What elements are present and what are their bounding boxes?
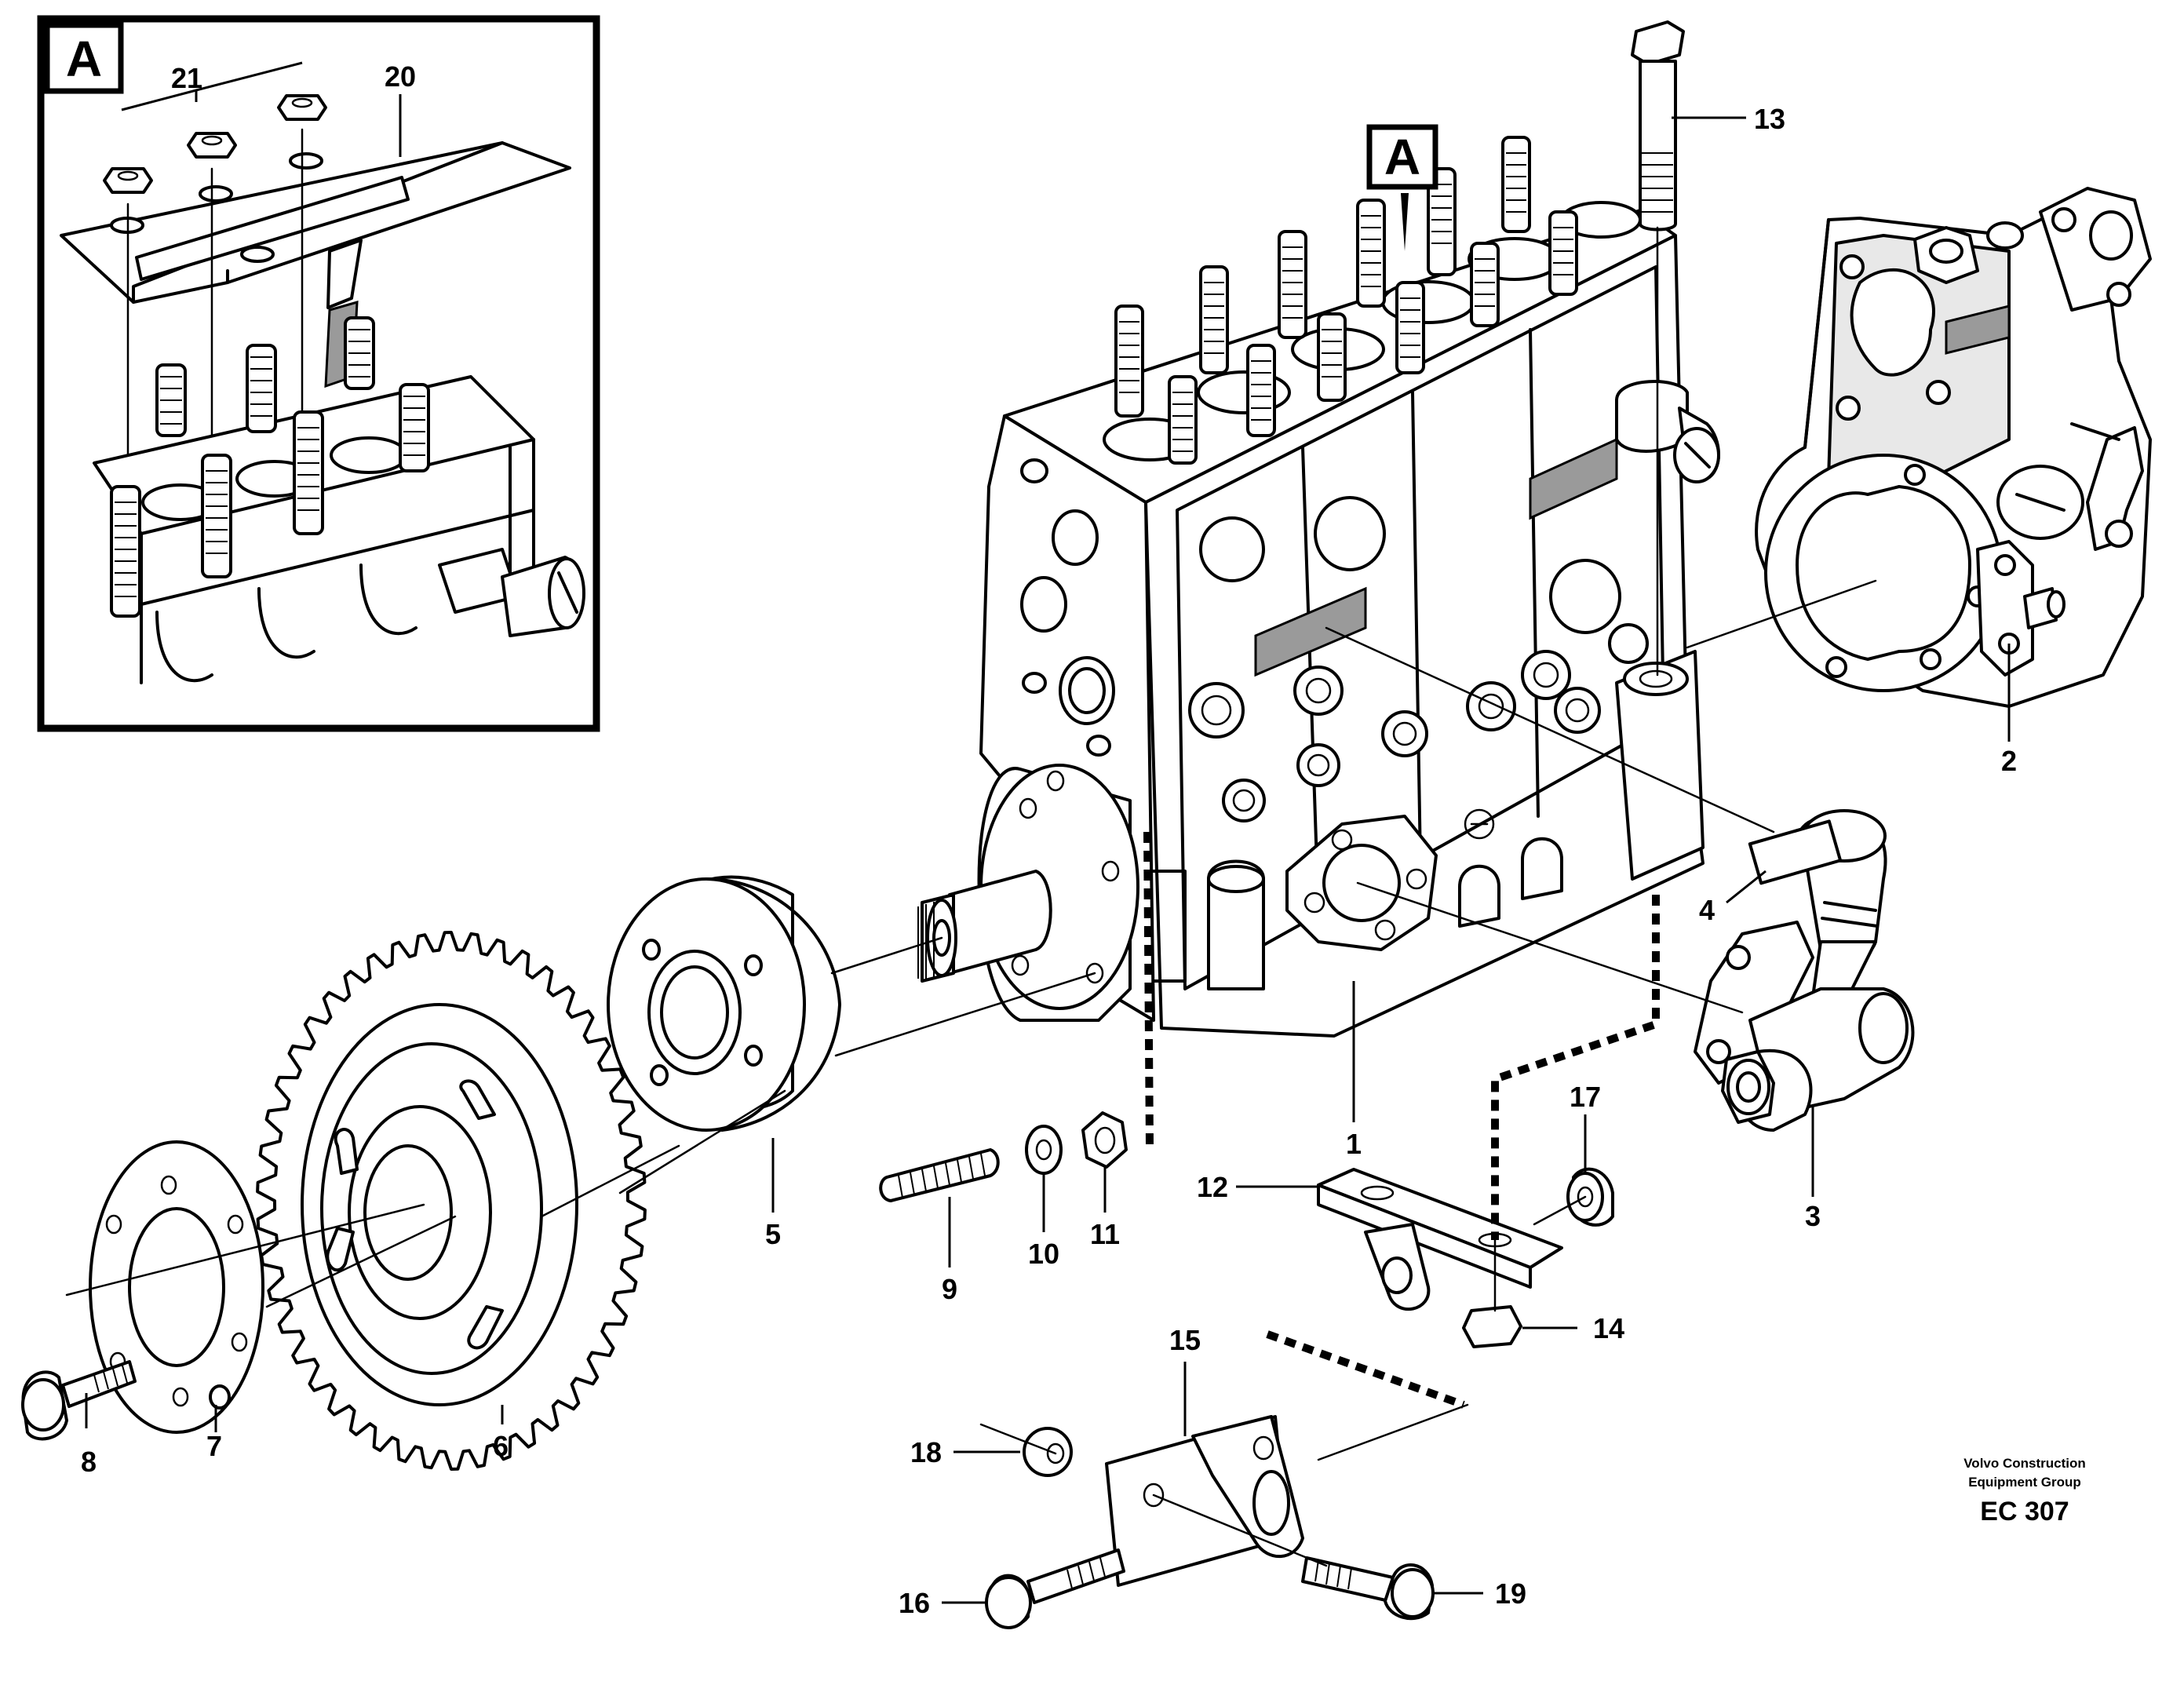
label-14: 14 (1593, 1312, 1624, 1344)
detail-a-label: A (66, 31, 102, 87)
injection-pump-body-1 (979, 136, 1720, 1038)
label-20: 20 (385, 60, 416, 93)
label-11: 11 (1090, 1218, 1120, 1250)
bolt-13 (1631, 20, 1685, 677)
drawing-footer: Volvo Construction Equipment Group EC 30… (1963, 1456, 2086, 1526)
detail-a-inset: A (37, 15, 600, 732)
governor-housing-2 (1755, 187, 2152, 708)
label-21: 21 (171, 62, 202, 94)
flange-bolt-8 (21, 1360, 137, 1441)
label-6: 6 (493, 1430, 509, 1462)
washer-17 (1566, 1167, 1614, 1227)
bolt-16 (985, 1548, 1125, 1629)
label-18: 18 (910, 1436, 942, 1468)
nuts-21 (103, 94, 327, 504)
part-leaders (85, 116, 2011, 1604)
bolt-19 (1301, 1556, 1435, 1621)
callout-a-label: A (1384, 129, 1420, 185)
label-15: 15 (1169, 1324, 1201, 1356)
label-2: 2 (2001, 745, 2017, 777)
detail-pump-top (93, 316, 585, 684)
label-16: 16 (899, 1587, 930, 1619)
feed-pump-3 (1694, 809, 1915, 1132)
label-19: 19 (1495, 1577, 1526, 1610)
label-13: 13 (1754, 103, 1785, 135)
label-9: 9 (942, 1273, 957, 1305)
drawing-code: EC 307 (1980, 1497, 2069, 1526)
pump-drive-flange (917, 764, 1139, 1022)
label-17: 17 (1570, 1081, 1601, 1113)
bracket-12 (1317, 1168, 1563, 1311)
label-12: 12 (1197, 1171, 1228, 1203)
label-3: 3 (1805, 1200, 1821, 1232)
drive-hub-5 (607, 875, 841, 1132)
manufacturer-line-1: Volvo Construction (1963, 1456, 2086, 1471)
label-5: 5 (765, 1218, 781, 1250)
nut-14 (1462, 1305, 1522, 1348)
manufacturer-line-2: Equipment Group (1968, 1475, 2081, 1490)
support-bracket-15 (1105, 1415, 1304, 1587)
assembly-lines (65, 579, 1877, 1567)
detail-a-callout: A (1366, 124, 1438, 251)
label-10: 10 (1028, 1238, 1059, 1270)
stud-9 (879, 1148, 1000, 1202)
washer-18 (1023, 1427, 1073, 1477)
bracket-plate-20 (60, 141, 571, 388)
seal-plate-4 (1748, 819, 1843, 885)
part-labels: 1 2 3 4 5 6 7 8 9 10 11 12 13 14 15 17 1… (81, 103, 2017, 1619)
label-8: 8 (81, 1446, 97, 1478)
dashed-assembly-lines (1143, 831, 1660, 1409)
nut-11 (1081, 1111, 1128, 1169)
label-7: 7 (206, 1430, 222, 1462)
washer-plate-7 (89, 1140, 264, 1434)
label-4: 4 (1699, 894, 1715, 926)
washer-10 (1025, 1125, 1063, 1175)
drive-gear-6 (256, 931, 647, 1471)
label-1: 1 (1346, 1128, 1362, 1160)
